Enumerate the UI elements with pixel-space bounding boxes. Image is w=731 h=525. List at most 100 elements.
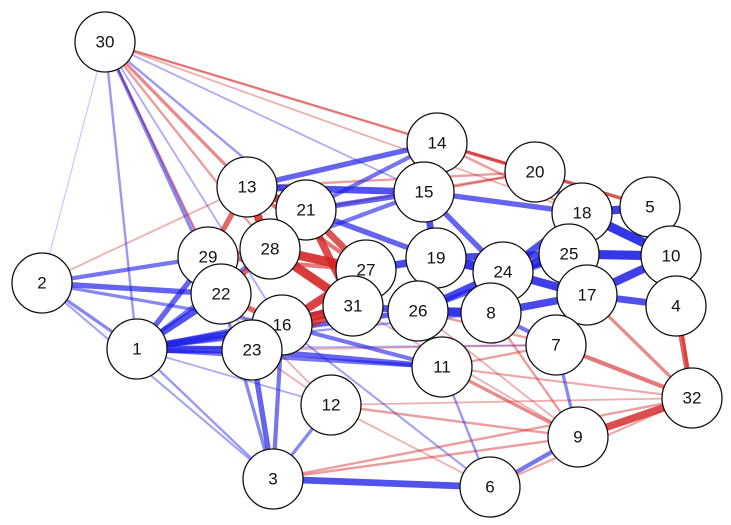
node-circle [645,275,707,337]
node-9[interactable]: 9 [547,406,609,468]
edge-3-32 [271,396,694,481]
node-label: 9 [573,428,582,447]
node-label: 4 [671,297,680,316]
edge-3-6 [269,475,494,491]
node-label: 1 [132,340,141,359]
node-circle [221,319,283,381]
node-22[interactable]: 22 [190,263,252,325]
node-circle [459,456,521,518]
node-4[interactable]: 4 [645,275,707,337]
edge-30-14 [103,40,439,145]
node-label: 31 [344,297,363,316]
node-label: 29 [199,248,218,267]
node-circle [106,318,168,380]
edge-30-16 [104,41,283,326]
node-14[interactable]: 14 [406,112,468,174]
node-circle [547,406,609,468]
edge-2-16 [40,281,284,327]
node-circle [322,275,384,337]
node-label: 26 [409,302,428,321]
node-7[interactable]: 7 [525,314,587,376]
node-label: 12 [322,396,341,415]
edge-3-9 [271,435,580,481]
node-17[interactable]: 17 [556,264,618,326]
node-label: 16 [273,316,292,335]
node-15[interactable]: 15 [393,161,455,223]
edge-16-6 [280,323,492,489]
edge-12-9 [329,403,580,439]
node-28[interactable]: 28 [239,218,301,280]
node-label: 18 [573,204,592,223]
edge-1-12 [136,348,332,406]
node-19[interactable]: 19 [405,227,467,289]
edge-30-18 [104,41,583,214]
node-label: 27 [357,261,376,280]
node-label: 8 [486,304,495,323]
node-30[interactable]: 30 [74,11,136,73]
node-2[interactable]: 2 [11,252,73,314]
node-label: 25 [560,245,579,264]
edge-30-1 [103,40,139,351]
node-label: 11 [433,358,451,377]
node-circle [525,314,587,376]
node-circle [411,336,473,398]
node-circle [239,218,301,280]
node-6[interactable]: 6 [459,456,521,518]
edge-30-2 [41,41,106,284]
node-11[interactable]: 11 [411,336,473,398]
edge-2-13 [41,186,248,284]
node-12[interactable]: 12 [300,374,362,436]
node-label: 10 [662,247,681,266]
node-label: 21 [297,201,316,220]
node-circle [504,141,566,203]
node-label: 30 [96,33,115,52]
edge-11-32 [440,365,694,400]
edge-13-14 [244,140,440,190]
edge-1-3 [135,347,275,481]
edge-22-3 [219,292,275,481]
node-circle [460,282,522,344]
node-label: 5 [645,198,654,217]
edge-23-7 [251,344,557,351]
edge-2-3 [40,281,275,481]
node-label: 7 [551,336,560,355]
node-1[interactable]: 1 [106,318,168,380]
node-label: 3 [268,470,277,489]
node-label: 20 [526,163,545,182]
node-3[interactable]: 3 [242,448,304,510]
node-23[interactable]: 23 [221,319,283,381]
node-label: 28 [261,240,280,259]
node-label: 17 [578,286,597,305]
edge-26-9 [417,310,579,438]
node-label: 15 [415,183,434,202]
node-circle [11,252,73,314]
node-32[interactable]: 32 [661,367,723,429]
node-label: 19 [427,249,446,268]
node-label: 14 [428,134,447,153]
node-13[interactable]: 13 [216,156,278,218]
node-26[interactable]: 26 [387,280,449,342]
node-circle [556,264,618,326]
edge-30-15 [104,41,425,193]
node-circle [275,179,337,241]
node-8[interactable]: 8 [460,282,522,344]
node-circle [393,161,455,223]
node-circle [74,11,136,73]
node-circle [190,263,252,325]
node-label: 6 [485,478,494,497]
node-circle [242,448,304,510]
node-20[interactable]: 20 [504,141,566,203]
node-10[interactable]: 10 [640,225,702,287]
node-31[interactable]: 31 [322,275,384,337]
node-21[interactable]: 21 [275,179,337,241]
node-label: 23 [243,341,262,360]
node-label: 32 [683,389,702,408]
node-label: 22 [212,285,231,304]
node-circle [387,280,449,342]
node-circle [216,156,278,218]
node-circle [300,374,362,436]
node-label: 13 [238,178,257,197]
edge-30-13 [103,40,249,189]
node-label: 2 [37,274,46,293]
